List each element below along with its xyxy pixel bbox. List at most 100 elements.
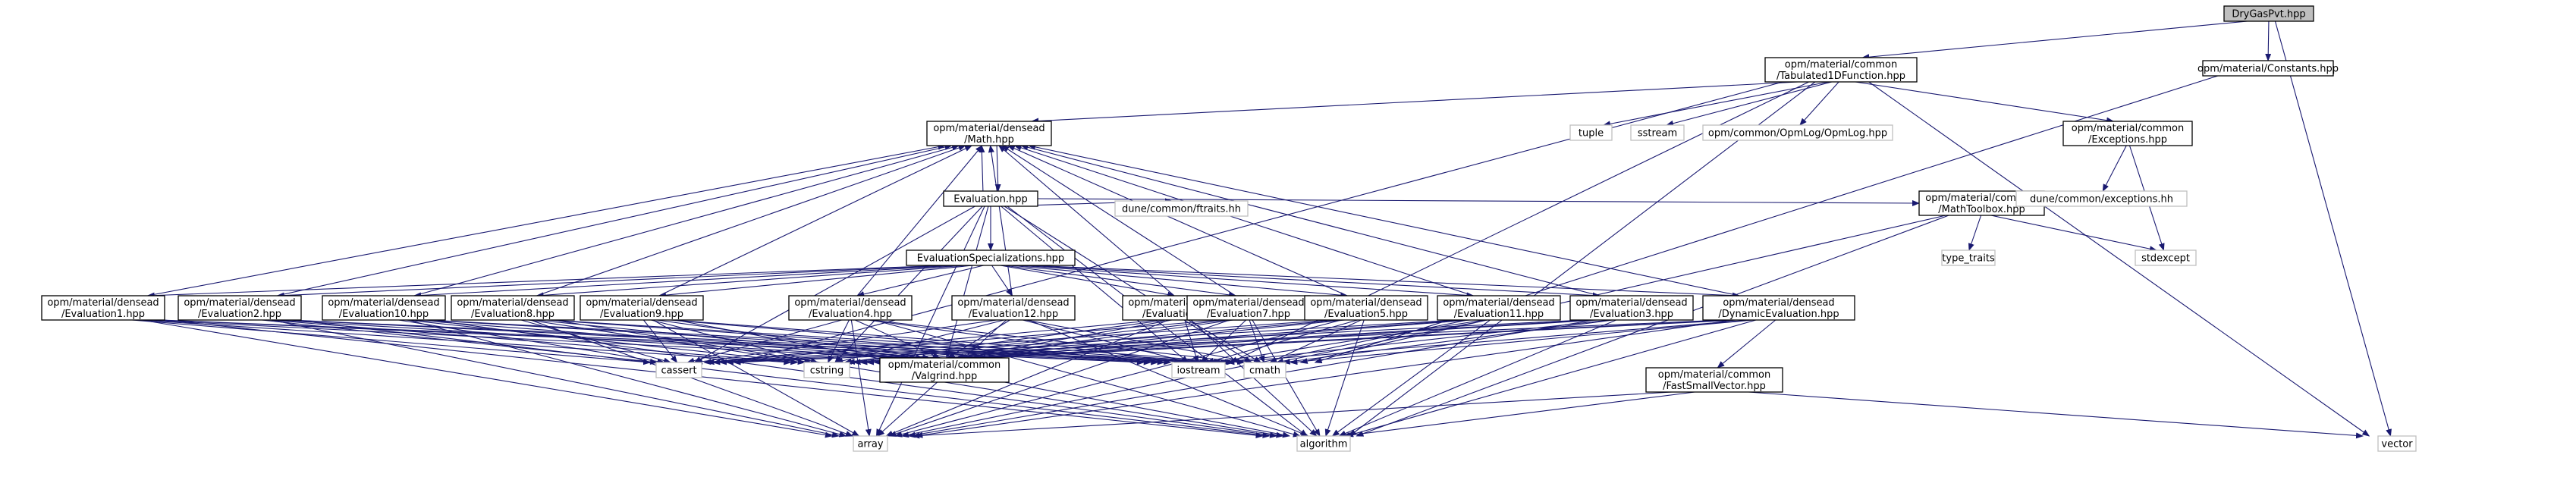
edge-eval2-to-math [277,144,953,296]
node-label: array [857,439,883,450]
edge-evalspec-to-eval9 [658,265,974,299]
node-label: opm/material/common [888,359,1001,371]
node-box [41,295,165,321]
edge-eval2-to-array [271,319,840,438]
node-box [2015,190,2188,207]
node-label: opm/material/densead [1192,297,1304,309]
node-label: cassert [661,365,696,377]
node-box [1569,295,1694,321]
node-label: vector [2381,439,2413,450]
edge-eval3-to-algorithm [1338,319,1616,437]
node-root: DryGasPvt.hpp [2223,5,2314,22]
node-label: opm/common/OpmLog/OpmLog.hpp [1708,128,1887,140]
edge-eval7-to-cassert [706,319,1220,365]
edge-evalspec-to-eval1 [146,265,947,299]
node-sstream: sstream [1630,124,1685,141]
edge-evalspec-to-eval12 [991,265,1013,296]
node-dyneval[interactable]: opm/material/densead/DynamicEvaluation.h… [1702,295,1855,321]
edge-eval9-to-math [658,145,973,296]
node-box [1645,367,1783,393]
node-eval7[interactable]: opm/material/densead/Evaluation7.hpp [1186,295,1311,321]
edge-eval1-to-math [147,143,946,296]
edge-eval1-to-cstring [139,319,792,365]
edge-evaluation-to-mathtoolbox [1037,198,1920,206]
edge-eval3-to-iostream [1219,319,1610,365]
edge-eval5-to-math [1007,145,1348,296]
node-label: sstream [1638,128,1677,140]
node-box [853,435,888,452]
node-label: opm/material/common [2072,123,2185,134]
node-algorithm: algorithm [1296,435,1351,452]
node-label: dune/common/exceptions.hh [2030,194,2173,205]
node-tab1d[interactable]: opm/material/common/Tabulated1DFunction.… [1764,57,1918,83]
node-exceptions[interactable]: opm/material/common/Exceptions.hpp [2062,121,2193,146]
node-box [1186,295,1311,321]
node-box [906,249,1076,266]
node-eval2[interactable]: opm/material/densead/Evaluation2.hpp [177,295,302,321]
node-eval3[interactable]: opm/material/densead/Evaluation3.hpp [1569,295,1694,321]
node-box [879,357,1010,383]
node-eval5[interactable]: opm/material/densead/Evaluation5.hpp [1304,295,1428,321]
node-label: EvaluationSpecializations.hpp [917,253,1064,265]
edge-evalspec-to-eval11 [1016,265,1475,299]
edge-eval4-to-array [850,319,872,437]
edge-eval5-to-algorithm [1324,319,1365,437]
node-eval4[interactable]: opm/material/densead/Evaluation4.hpp [788,295,913,321]
node-label: cstring [810,365,843,377]
edge-eval2-to-valgrind [275,319,910,361]
node-tuple: tuple [1569,124,1613,141]
node-cstring: cstring [803,362,850,378]
edge-eval2-to-algorithm [294,319,1271,438]
node-typetraits: type_traits [1941,249,1996,266]
node-constants[interactable]: opm/material/Constants.hpp [2197,60,2339,77]
node-label: /Evaluation11.hpp [1454,309,1544,320]
edge-eval5-to-cstring [853,319,1340,365]
node-eval10[interactable]: opm/material/densead/Evaluation10.hpp [322,295,446,321]
node-label: opm/material/densead [586,297,697,309]
node-box [1941,249,1996,266]
edge-root-to-constants [2265,20,2272,61]
edge-fsv-to-vector [1748,391,2364,439]
edge-eval7-to-cstring [847,319,1228,365]
node-label: opm/material/densead [794,297,906,309]
node-valgrind[interactable]: opm/material/common/Valgrind.hpp [879,357,1010,383]
node-math[interactable]: opm/material/densead/Math.hpp [926,121,1052,146]
edge-root-to-vector [2274,20,2392,437]
edge-tab1d-to-math [1031,81,1798,124]
node-eval11[interactable]: opm/material/densead/Evaluation11.hpp [1437,295,1561,321]
node-eval12[interactable]: opm/material/densead/Evaluation12.hpp [951,295,1076,321]
edge-eval6-to-math [998,145,1175,296]
node-evaluation[interactable]: Evaluation.hpp [943,190,1038,207]
edge-eval12-to-cmath [1026,319,1253,365]
node-label: opm/material/Constants.hpp [2197,64,2339,75]
node-label: Evaluation.hpp [953,194,1027,205]
edge-evalspec-to-eval3 [1023,265,1601,299]
edge-mathtoolbox-to-stdexcept [1990,215,2157,253]
node-label: opm/material/densead [957,297,1069,309]
node-eval8[interactable]: opm/material/densead/Evaluation8.hpp [451,295,575,321]
node-label: cmath [1249,365,1280,377]
node-evalspec[interactable]: EvaluationSpecializations.hpp [906,249,1076,266]
node-label: /Valgrind.hpp [912,371,977,382]
node-label: /Evaluation5.hpp [1324,309,1408,320]
node-box [1304,295,1428,321]
edge-eval7-to-math [1001,145,1236,296]
edge-eval5-to-valgrind [964,319,1346,361]
edge-root-to-tab1d [1861,20,2248,61]
edge-exceptions-to-duneexc [2102,145,2127,192]
node-fsv[interactable]: opm/material/common/FastSmallVector.hpp [1645,367,1783,393]
node-label: /Evaluation12.hpp [969,309,1058,320]
node-eval1[interactable]: opm/material/densead/Evaluation1.hpp [41,295,165,321]
edge-eval7-to-valgrind [959,319,1234,360]
edge-eval10-to-array [407,319,847,438]
edge-eval11-to-math [1013,144,1474,296]
node-label: opm/material/densead [1443,297,1554,309]
node-box [1764,57,1918,83]
node-box [177,295,302,321]
node-array: array [853,435,888,452]
edge-eval10-to-valgrind [411,319,918,361]
node-eval9[interactable]: opm/material/densead/Evaluation9.hpp [580,295,704,321]
node-vector: vector [2377,435,2417,452]
node-label: opm/material/common [1785,59,1898,71]
node-label: /Evaluation10.hpp [339,309,429,320]
